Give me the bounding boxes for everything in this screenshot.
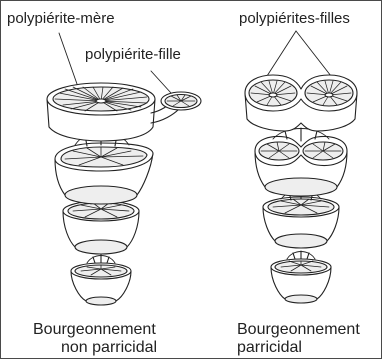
caption-left-line2: non parricidal [61, 340, 157, 356]
right-segment-4 [271, 251, 331, 303]
left-polyp-stack [47, 33, 201, 305]
caption-right-line2: parricidal [237, 340, 302, 356]
right-polyp-stack [245, 31, 357, 303]
caption-right-line1: Bourgeonnement [237, 322, 360, 338]
caption-left-line1: Bourgeonnement [33, 322, 156, 338]
right-segment-1 [245, 75, 357, 131]
daughter-polypierite-label: polypiérite-fille [85, 47, 181, 62]
right-segment-3 [263, 189, 339, 248]
right-segment-2 [255, 128, 347, 196]
left-segment-4 [71, 254, 131, 305]
left-segment-1 [47, 83, 201, 141]
daughter-polypierites-label: polypiérites-filles [239, 11, 350, 26]
parent-polypierite-label: polypiérite-mère [7, 11, 115, 26]
